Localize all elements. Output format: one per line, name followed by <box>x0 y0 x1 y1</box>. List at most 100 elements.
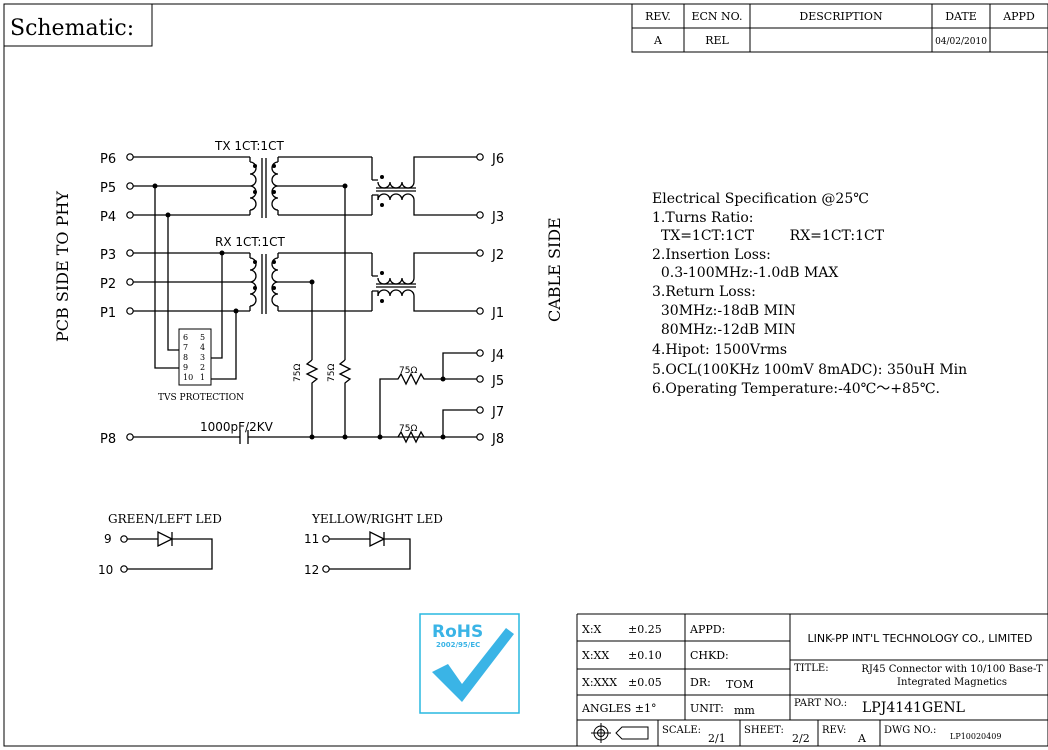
yellow-led: YELLOW/RIGHT LED 11 12 <box>304 512 443 577</box>
checkmark-icon <box>432 628 514 702</box>
svg-text:RJ45 Connector with 10/100 Bas: RJ45 Connector with 10/100 Base-T <box>861 664 1043 675</box>
date-header: DATE <box>945 10 977 23</box>
svg-text:3.Return Loss:: 3.Return Loss: <box>652 284 756 300</box>
pin-j5-label: J5 <box>491 374 504 389</box>
electrical-spec: Electrical Specification @25℃ 1.Turns Ra… <box>652 191 967 397</box>
pin-p3-label: P3 <box>100 248 116 263</box>
pin-j6-label: J6 <box>491 152 504 167</box>
svg-text:CHKD:: CHKD: <box>690 649 729 662</box>
rev-value: A <box>653 34 663 47</box>
svg-text:mm: mm <box>734 704 755 717</box>
yellow-led-label: YELLOW/RIGHT LED <box>311 512 443 526</box>
svg-text:±0.05: ±0.05 <box>628 676 662 689</box>
ecn-value: REL <box>705 34 729 47</box>
svg-text:SHEET:: SHEET: <box>744 725 784 736</box>
resistor-label-4: 75Ω <box>399 424 417 434</box>
pin-j4-label: J4 <box>491 348 504 363</box>
svg-text:1: 1 <box>200 373 205 382</box>
svg-text:TX=1CT:1CT RX=1CT:1CT: TX=1CT:1CT RX=1CT:1CT <box>652 228 885 244</box>
svg-text:3: 3 <box>200 353 205 362</box>
svg-text:5.OCL(100KHz 100mV 8mADC): 350: 5.OCL(100KHz 100mV 8mADC): 350uH Min <box>652 362 967 378</box>
svg-text:30MHz:-18dB MIN: 30MHz:-18dB MIN <box>652 303 796 319</box>
svg-text:80MHz:-12dB MIN: 80MHz:-12dB MIN <box>652 322 796 338</box>
pin-j7-label: J7 <box>491 405 504 420</box>
ecn-header: ECN NO. <box>691 10 742 23</box>
pin-p1-label: P1 <box>100 306 116 321</box>
title-block: X:X ±0.25 X:XX ±0.10 X:XXX ±0.05 ANGLES … <box>576 613 1048 746</box>
svg-text:9: 9 <box>183 363 188 372</box>
company-name: LINK-PP INT'L TECHNOLOGY CO., LIMITED <box>808 632 1033 645</box>
pin-j8-label: J8 <box>491 432 504 447</box>
schematic-wiring <box>126 153 484 444</box>
svg-text:1.Turns Ratio:: 1.Turns Ratio: <box>652 210 754 226</box>
tx-transformer-label: TX 1CT:1CT <box>214 139 284 153</box>
cable-side-label: CABLE SIDE <box>545 217 564 322</box>
svg-text:10: 10 <box>98 563 113 577</box>
green-led: GREEN/LEFT LED 9 10 <box>98 512 222 577</box>
pin-p5-label: P5 <box>100 181 116 196</box>
svg-text:9: 9 <box>104 532 112 546</box>
resistor-label-2: 75Ω <box>327 364 337 382</box>
rohs-logo: RoHS 2002/95/EC <box>419 613 520 714</box>
projection-symbol-icon <box>591 723 649 743</box>
rohs-title: RoHS <box>432 622 483 642</box>
svg-text:4: 4 <box>200 343 205 352</box>
svg-text:2/1: 2/1 <box>708 732 726 745</box>
svg-text:6: 6 <box>183 333 188 342</box>
capacitor-label: 1000pF/2KV <box>200 420 274 434</box>
pcb-side-label: PCB SIDE TO PHY <box>53 191 72 342</box>
rohs-subtitle: 2002/95/EC <box>436 641 480 649</box>
tvs-protection-label: TVS PROTECTION <box>158 393 244 403</box>
svg-text:4.Hipot: 1500Vrms: 4.Hipot: 1500Vrms <box>652 342 787 358</box>
spec-title: Electrical Specification @25℃ <box>652 191 869 207</box>
rev-header: REV. <box>645 10 671 23</box>
svg-text:REV:: REV: <box>822 725 846 736</box>
svg-text:PART NO.:: PART NO.: <box>794 698 847 709</box>
svg-text:6.Operating Temperature:-40℃～+: 6.Operating Temperature:-40℃～+85℃. <box>652 381 940 397</box>
appd-header: APPD <box>1002 10 1035 23</box>
date-value: 04/02/2010 <box>935 37 987 47</box>
description-header: DESCRIPTION <box>799 10 883 23</box>
svg-text:5: 5 <box>200 333 205 342</box>
pin-j1-label: J1 <box>491 306 504 321</box>
pin-p4-label: P4 <box>100 210 116 225</box>
svg-text:2: 2 <box>200 363 205 372</box>
svg-text:LP10020409: LP10020409 <box>950 732 1001 741</box>
tvs-package: 6 7 8 9 10 5 4 3 2 1 <box>183 333 205 382</box>
svg-text:A: A <box>857 732 867 745</box>
svg-text:DWG NO.:: DWG NO.: <box>884 725 936 736</box>
title-box: Schematic: <box>4 4 153 47</box>
svg-text:10: 10 <box>183 373 193 382</box>
svg-text:UNIT:: UNIT: <box>690 702 724 715</box>
svg-text:X:X: X:X <box>582 623 602 636</box>
resistor-label-3: 75Ω <box>399 366 417 376</box>
left-pin-labels: P6 P5 P4 P3 P2 P1 P8 <box>100 152 116 447</box>
svg-text:Integrated Magnetics: Integrated Magnetics <box>897 677 1007 688</box>
revision-table: REV. ECN NO. DESCRIPTION DATE APPD A REL… <box>631 4 1048 53</box>
right-pin-labels: J6 J3 J2 J1 J4 J5 J7 J8 <box>491 152 504 447</box>
pin-p2-label: P2 <box>100 277 116 292</box>
svg-text:APPD:: APPD: <box>689 623 725 636</box>
svg-text:2.Insertion Loss:: 2.Insertion Loss: <box>652 247 771 263</box>
part-number: LPJ4141GENL <box>862 700 965 716</box>
svg-text:X:XXX: X:XXX <box>582 676 617 689</box>
svg-text:DR:: DR: <box>690 676 711 689</box>
svg-text:2/2: 2/2 <box>792 732 810 745</box>
svg-text:7: 7 <box>183 343 188 352</box>
pin-j2-label: J2 <box>491 248 504 263</box>
pin-p8-label: P8 <box>100 432 116 447</box>
pin-p6-label: P6 <box>100 152 116 167</box>
svg-text:SCALE:: SCALE: <box>662 725 701 736</box>
svg-text:±0.25: ±0.25 <box>628 623 662 636</box>
svg-text:0.3-100MHz:-1.0dB MAX: 0.3-100MHz:-1.0dB MAX <box>652 265 838 281</box>
green-led-label: GREEN/LEFT LED <box>108 512 222 526</box>
svg-text:8: 8 <box>183 353 188 362</box>
svg-text:TOM: TOM <box>726 678 754 691</box>
rx-transformer-label: RX 1CT:1CT <box>215 235 285 249</box>
svg-text:11: 11 <box>304 532 319 546</box>
svg-text:X:XX: X:XX <box>582 649 609 662</box>
page-title: Schematic: <box>10 16 134 41</box>
svg-text:12: 12 <box>304 563 319 577</box>
drawing-border <box>3 3 1048 747</box>
